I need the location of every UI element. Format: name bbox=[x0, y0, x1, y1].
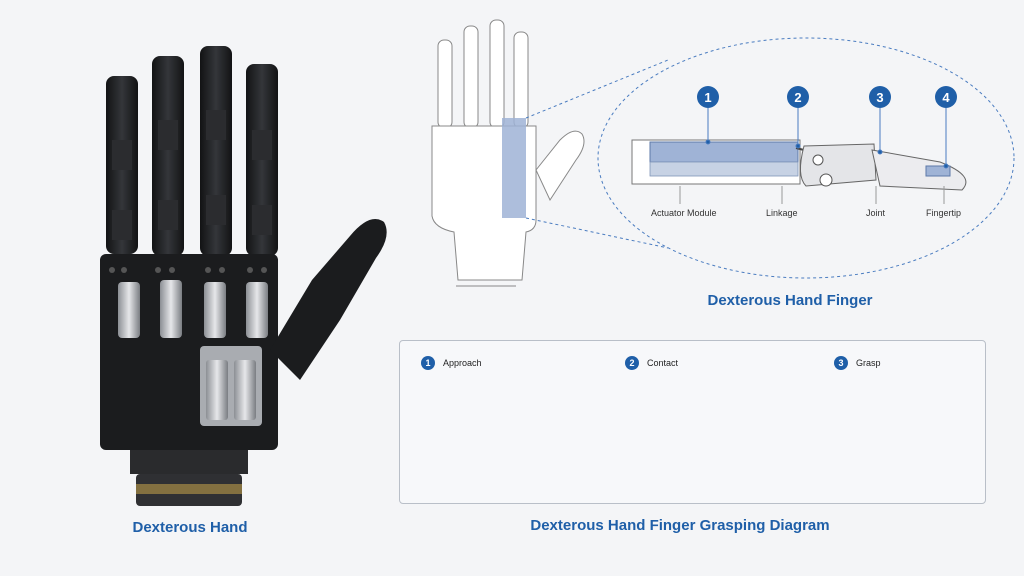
highlighted-finger-module bbox=[502, 118, 526, 218]
caption-dexterous-hand: Dexterous Hand bbox=[132, 519, 248, 536]
part-badge-2: 2 bbox=[787, 86, 809, 108]
grasp-diagram-panel bbox=[399, 340, 986, 504]
robotic-hand-image bbox=[100, 46, 387, 506]
finger-cross-section bbox=[631, 139, 967, 191]
caption-dexterous-hand-finger: Dexterous Hand Finger bbox=[707, 292, 873, 309]
callout-leaders bbox=[705, 108, 949, 169]
part-label-joint: Joint bbox=[866, 208, 886, 218]
hand-fingers bbox=[106, 46, 278, 256]
part-label-leaders bbox=[679, 186, 945, 204]
hand-thumb bbox=[270, 219, 387, 380]
part-label-actuator-module: Actuator Module bbox=[651, 208, 717, 218]
part-badge-3: 3 bbox=[869, 86, 891, 108]
zoom-connector-lines bbox=[525, 37, 1015, 279]
grasp-step-badge-2: 2 bbox=[625, 356, 639, 370]
grasp-step-label-approach: Approach bbox=[443, 358, 482, 368]
grasp-step-label-grasp: Grasp bbox=[856, 358, 881, 368]
part-badge-4: 4 bbox=[935, 86, 957, 108]
grasp-step-label-contact: Contact bbox=[647, 358, 679, 368]
grasp-step-badge-3: 3 bbox=[834, 356, 848, 370]
part-badge-1: 1 bbox=[697, 86, 719, 108]
grasp-step-badge-1: 1 bbox=[421, 356, 435, 370]
part-label-fingertip: Fingertip bbox=[926, 208, 962, 218]
part-label-linkage: Linkage bbox=[766, 208, 798, 218]
caption-grasping-diagram: Dexterous Hand Finger Grasping Diagram bbox=[530, 517, 830, 534]
